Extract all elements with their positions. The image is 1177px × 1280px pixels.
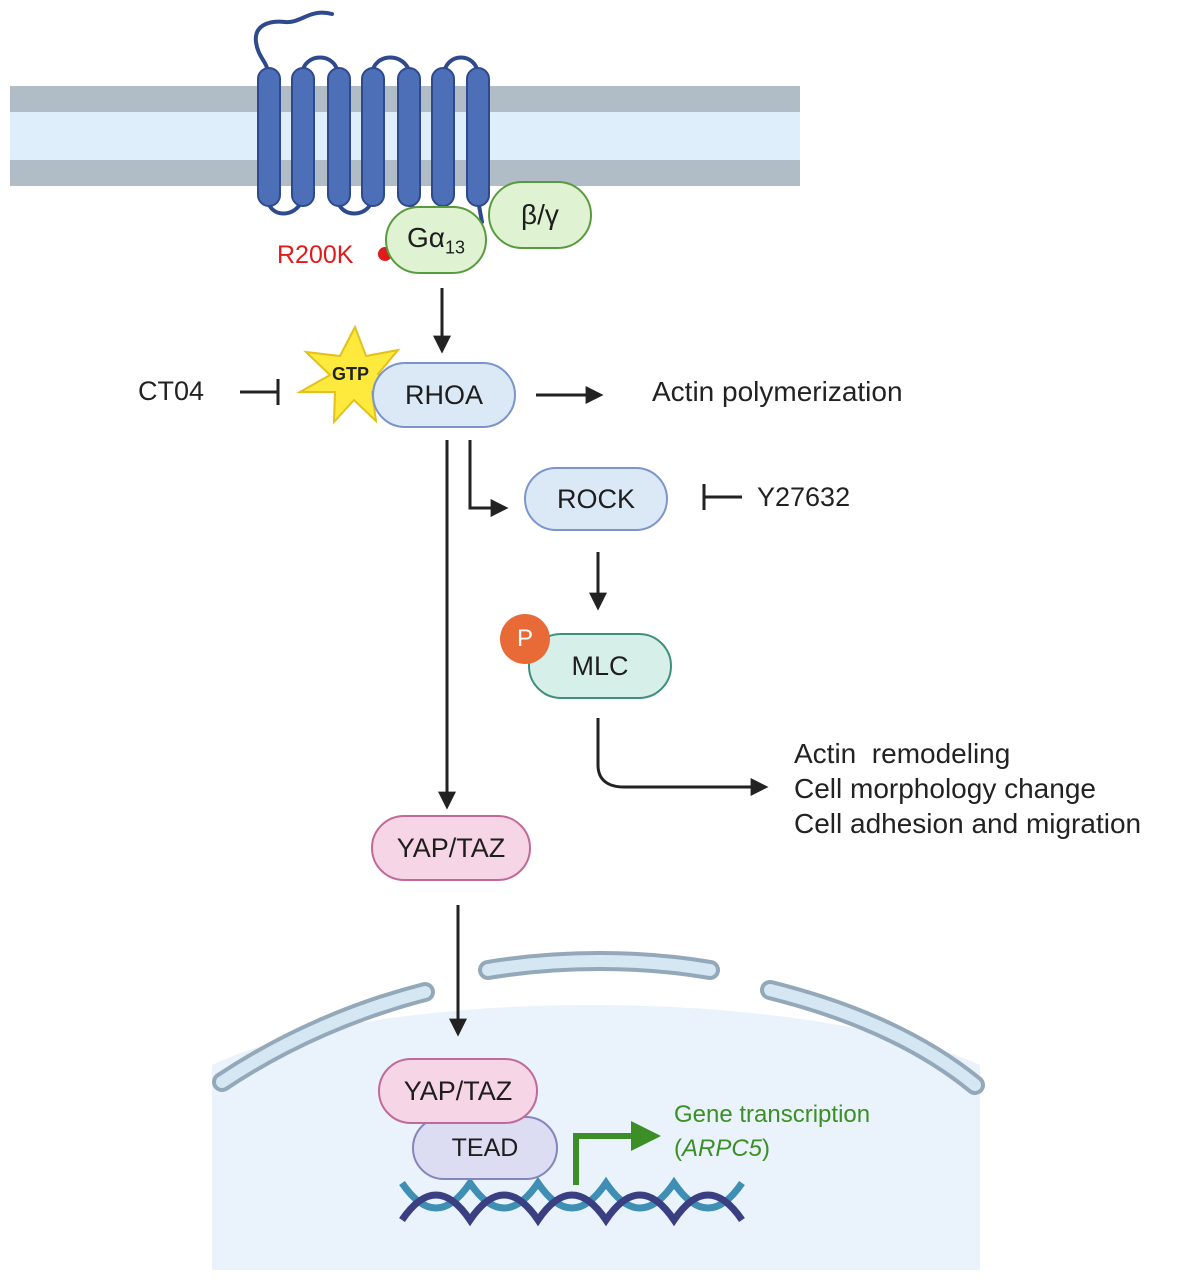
gtp-burst-icon [296, 324, 410, 425]
rock-label: ROCK [556, 483, 635, 514]
yap-taz-nucleus-label: YAP/TAZ [403, 1075, 513, 1106]
dna-helix-icon [399, 1176, 745, 1227]
galpha13-subunit: Gα13 [385, 206, 487, 274]
galpha13-label: Gα13 [407, 222, 465, 259]
galpha-main-label: Gα [407, 221, 445, 253]
phospho-label: P [516, 625, 533, 652]
tead-label: TEAD [451, 1133, 519, 1162]
mlc-node: MLC [528, 633, 672, 699]
outcome-cell-morphology: Cell morphology change [794, 773, 1096, 804]
galpha-subscript: 13 [444, 237, 465, 258]
gtp-label: GTP [332, 364, 370, 384]
gpcr-helices [257, 67, 490, 207]
gene-name: ARPC5 [682, 1135, 763, 1162]
tead-node: TEAD [412, 1116, 558, 1180]
actin-polymerization-label: Actin polymerization [652, 376, 903, 407]
beta-gamma-label: β/γ [521, 199, 559, 230]
outcome-cell-adhesion: Cell adhesion and migration [794, 808, 1142, 839]
rhoa-node: RHOA [372, 362, 516, 428]
rock-node: ROCK [524, 467, 668, 531]
gene-paren-open: ( [674, 1135, 682, 1162]
beta-gamma-subunit: β/γ [488, 181, 592, 249]
ct04-inhibitor-label: CT04 [138, 376, 205, 406]
mlc-label: MLC [571, 650, 629, 681]
yap-taz-cytoplasm-node: YAP/TAZ [371, 815, 531, 881]
y27632-inhibitor-label: Y27632 [757, 482, 851, 512]
yap-taz-nucleus-node: YAP/TAZ [378, 1058, 538, 1124]
rhoa-label: RHOA [404, 379, 483, 410]
outcome-actin-remodeling: Actin remodeling [794, 738, 1011, 769]
gene-transcription-label: Gene transcription [674, 1101, 871, 1128]
nuclear-envelope [212, 951, 985, 1095]
mutation-label: R200K [277, 241, 354, 269]
yap-taz-cytoplasm-label: YAP/TAZ [396, 832, 506, 863]
gene-paren-close: ) [762, 1135, 771, 1162]
inhibition-lines [240, 379, 742, 510]
gene-name-line: (ARPC5) [674, 1137, 770, 1161]
phospho-group-icon: P [500, 614, 550, 664]
activation-arrows [433, 288, 769, 1037]
transcription-arrow [573, 1121, 661, 1185]
